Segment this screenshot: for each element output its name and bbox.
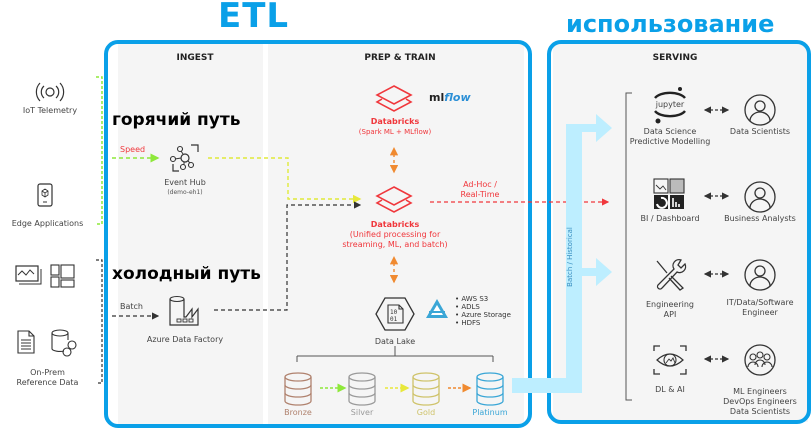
serving-tool-1-line2: Predictive Modelling — [629, 137, 711, 146]
hot-path-label: горячий путь — [112, 110, 241, 130]
azure-data-lake-logo-icon — [426, 299, 448, 318]
hot-bracket — [96, 76, 103, 225]
serving-title: SERVING — [652, 53, 698, 63]
storage-item: • Azure Storage — [455, 311, 511, 319]
storage-list: • AWS S3 • ADLS • Azure Storage • HDFS — [455, 295, 511, 327]
usage-title: использование — [566, 10, 775, 38]
chart-report-icon — [15, 265, 42, 285]
jupyter-icon: jupyter — [654, 87, 686, 124]
cold-path-label: холодный путь — [112, 264, 261, 284]
event-hub-label: Event Hub — [164, 178, 206, 187]
source-iot-label: IoT Telemetry — [22, 106, 78, 115]
etl-frame — [104, 40, 532, 428]
ingest-panel — [118, 44, 263, 424]
dashboard-tiles-icon — [50, 264, 75, 288]
tier-database-icon — [284, 372, 312, 406]
adhoc-label-1: Ad-Hoc / — [463, 180, 497, 189]
serving-user-1: Data Scientists — [729, 127, 791, 136]
svg-text:01: 01 — [390, 316, 398, 323]
svg-text:10: 10 — [390, 309, 398, 316]
data-factory-icon — [169, 295, 199, 326]
databricks-unified-sub2: streaming, ML, and batch) — [342, 240, 448, 249]
speed-label: Speed — [120, 145, 146, 154]
tier-label: Gold — [416, 408, 436, 417]
event-hub-sub: (demo-eh1) — [167, 189, 203, 196]
storage-item: • HDFS — [455, 319, 481, 327]
storage-item: • ADLS — [455, 303, 480, 311]
tier-label: Platinum — [472, 408, 508, 417]
user-icon — [744, 259, 776, 291]
storage-item: • AWS S3 — [455, 295, 489, 303]
data-factory-label: Azure Data Factory — [146, 335, 224, 344]
prep-train-panel — [268, 44, 524, 424]
ingest-title: INGEST — [176, 53, 214, 63]
serving-user-3-line2: Engineer — [742, 308, 778, 317]
serving-tool-3-line1: Engineering — [646, 300, 694, 309]
tier-database-icon — [476, 372, 504, 406]
serving-tool-3-line2: API — [663, 310, 677, 319]
prep-train-title: PREP & TRAIN — [364, 53, 436, 63]
serving-user-4-line1: ML Engineers — [733, 387, 787, 396]
event-hub-icon — [169, 144, 199, 172]
etl-title: ETL — [218, 0, 290, 36]
wireless-signal-icon — [35, 82, 65, 102]
batch-historical-arrow — [512, 114, 612, 393]
source-onprem-label-1: On-Prem — [30, 368, 65, 377]
batch-label: Batch — [120, 302, 143, 311]
dl-ai-eye-icon — [653, 345, 687, 375]
usage-frame — [547, 40, 811, 424]
tier-label: Silver — [350, 408, 374, 417]
data-lake-label: Data Lake — [374, 337, 416, 346]
user-icon — [744, 94, 776, 126]
source-onprem-label-2: Reference Data — [16, 378, 79, 387]
cold-bracket — [96, 259, 103, 384]
databricks-logo-icon — [375, 85, 413, 112]
jupyter-text: jupyter — [655, 100, 685, 109]
data-lake-icon: 10 01 — [375, 297, 415, 331]
serving-tool-4-line1: DL & AI — [655, 385, 685, 394]
user-icon — [744, 181, 776, 213]
serving-user-4-line3: Data Scientists — [729, 407, 791, 416]
mlflow-logo: mlflow — [429, 91, 471, 104]
serving-tool-1-line1: Data Science — [643, 127, 697, 136]
mlflow-ml: ml — [429, 91, 445, 104]
serving-tool-2-line1: BI / Dashboard — [640, 214, 700, 223]
document-icon — [17, 330, 35, 354]
source-edge-label: Edge Applications — [11, 219, 84, 228]
bi-dashboard-icon — [653, 178, 685, 209]
mobile-device-icon — [37, 183, 53, 207]
databricks-unified-title: Databricks — [370, 220, 420, 229]
serving-user-4-line2: DevOps Engineers — [723, 397, 797, 406]
tools-icon — [656, 259, 687, 291]
serving-user-3-line1: IT/Data/Software — [726, 298, 794, 307]
adhoc-label-2: Real-Time — [460, 190, 500, 199]
tier-label: Bronze — [284, 408, 312, 417]
databricks-ml-sub: (Spark ML + MLflow) — [358, 128, 432, 136]
serving-user-2: Business Analysts — [724, 214, 796, 223]
user-group-icon — [744, 344, 776, 376]
databricks-ml-title: Databricks — [370, 117, 420, 126]
databricks-unified-icon — [375, 186, 413, 213]
databricks-unified-sub1: (Unified processing for — [349, 230, 441, 239]
tier-database-icon — [412, 372, 440, 406]
database-gears-icon — [51, 329, 77, 357]
tier-database-icon — [348, 372, 376, 406]
batch-historical-label: Batch / Historical — [566, 227, 574, 287]
mlflow-flow: flow — [444, 91, 471, 104]
